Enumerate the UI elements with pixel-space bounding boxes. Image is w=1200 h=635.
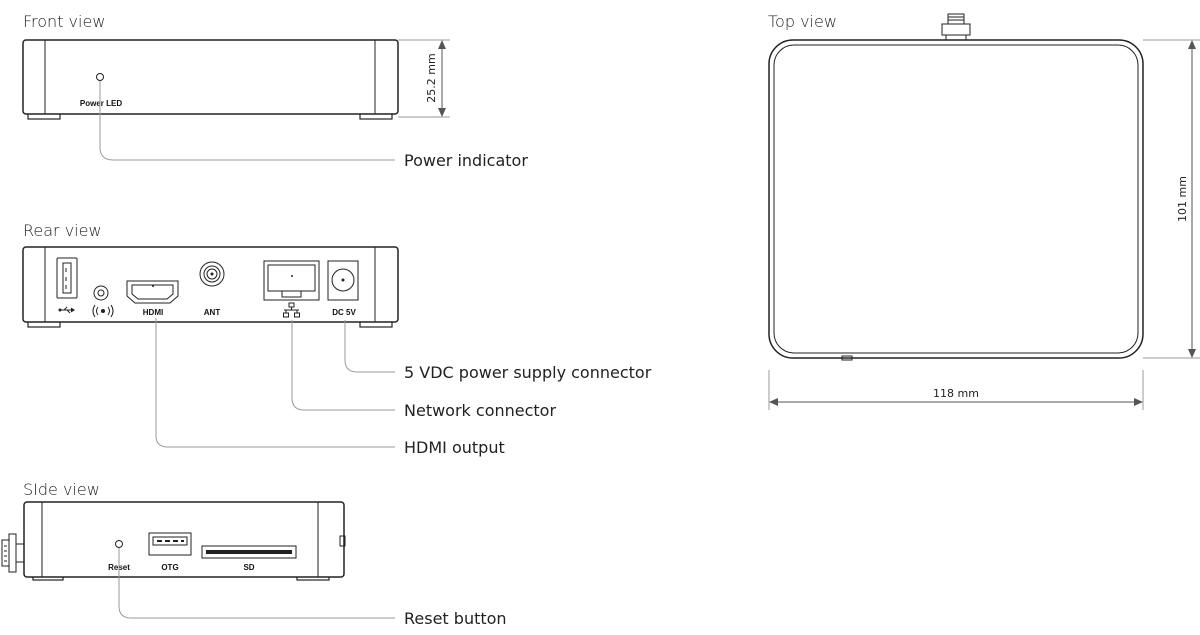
arrow-left-icon xyxy=(769,398,778,406)
network-port xyxy=(263,260,320,301)
power-indicator-callout: Power indicator xyxy=(404,151,528,170)
power-indicator-leader xyxy=(99,81,395,161)
top-view-title: Top view xyxy=(768,12,837,31)
hdmi-callout: HDMI output xyxy=(404,438,505,457)
power-supply-callout: 5 VDC power supply connector xyxy=(404,363,652,382)
sd-label: SD xyxy=(243,563,254,572)
top-view: Top view 101 mm 118 mm xyxy=(768,12,1200,410)
front-height-dimension: 25.2 mm xyxy=(425,53,438,102)
rear-panel xyxy=(22,246,399,323)
power-led xyxy=(96,73,104,81)
reset-leader xyxy=(118,548,395,619)
audio-jack xyxy=(93,285,109,301)
usb-port xyxy=(56,257,78,299)
arrow-right-icon xyxy=(1134,398,1143,406)
top-panel xyxy=(768,39,1144,359)
audio-jack-icon xyxy=(92,304,114,318)
dc-power-jack xyxy=(327,260,359,301)
rear-view: Rear view xyxy=(22,221,652,457)
top-antenna-connector xyxy=(941,13,971,42)
power-supply-leader xyxy=(344,320,395,373)
side-view: SIde view Reset OTG xyxy=(1,480,507,628)
rear-view-title: Rear view xyxy=(23,221,102,240)
sd-card-slot xyxy=(201,545,297,559)
dc-label: DC 5V xyxy=(332,308,356,317)
arrow-up-icon xyxy=(1188,40,1196,49)
side-view-title: SIde view xyxy=(23,480,100,499)
antenna-connector xyxy=(199,261,225,287)
otg-label: OTG xyxy=(161,563,178,572)
arrow-up-icon xyxy=(438,40,446,49)
top-depth-dimension: 101 mm xyxy=(1176,176,1189,222)
power-led-label: Power LED xyxy=(80,99,122,108)
front-panel xyxy=(22,39,399,115)
usb-icon xyxy=(58,306,75,314)
reset-callout: Reset button xyxy=(404,609,507,628)
reset-hole xyxy=(115,540,123,548)
otg-port xyxy=(148,532,192,556)
hdmi-leader xyxy=(155,318,395,448)
top-width-dimension: 118 mm xyxy=(933,387,979,400)
front-view: Front view Power LED 25.2 mm Power indic… xyxy=(22,12,528,170)
network-icon xyxy=(283,302,300,318)
network-leader xyxy=(291,320,395,411)
network-callout: Network connector xyxy=(404,401,556,420)
front-view-title: Front view xyxy=(23,12,105,31)
ant-label: ANT xyxy=(204,308,221,317)
hdmi-label: HDMI xyxy=(143,308,163,317)
side-panel xyxy=(23,501,345,578)
arrow-down-icon xyxy=(438,108,446,117)
antenna-stub xyxy=(1,533,25,573)
arrow-down-icon xyxy=(1188,349,1196,358)
hdmi-port xyxy=(126,280,179,304)
